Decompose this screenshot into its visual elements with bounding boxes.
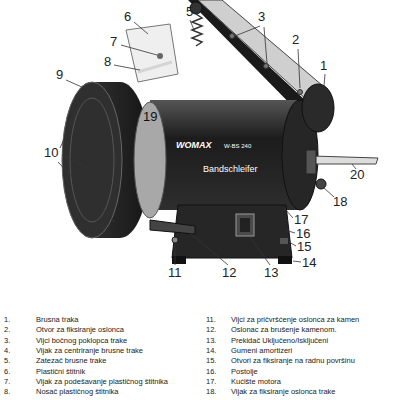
callout-number: 13 [264,266,278,281]
part-list-number: 13. [206,337,216,346]
callout-number: 11 [168,266,182,281]
callout-number: 5 [186,5,193,20]
callout-number: 10 [44,146,58,161]
model-text: W-BS 240 [224,143,251,150]
part-list-number: 16. [206,368,216,377]
callout-number: 2 [292,33,299,48]
part-list-text: Plastični štitnik [36,368,85,377]
part-list-number: 15. [206,357,216,366]
part-list-text: Vijci bočnog poklopca trake [36,337,127,346]
callout-number: 20 [350,168,364,183]
part-list-text: Kućište motora [231,378,281,387]
brand-text: WOMAX [176,140,212,150]
rest-screw [172,237,178,243]
eye-shield [126,24,178,82]
part-list-number: 5. [4,357,10,366]
belt-table [312,156,378,164]
callout-number: 14 [302,256,316,271]
part-list-text: Zatezač brusne trake [36,357,106,366]
part-list-text: Vijak za fiksiranje oslonca trake [231,388,336,397]
part-list-text: Oslonac za brušenje kamenom. [231,326,336,335]
switch-rocker [240,218,250,232]
callout-number: 8 [104,55,111,70]
mount-hole [280,238,288,244]
part-list-text: Postolje [231,368,258,377]
callout-number: 7 [110,35,117,50]
part-list-text: Vijak za centriranje brusne trake [36,347,143,356]
callout-number: 6 [124,10,131,25]
callout-number: 9 [56,68,63,83]
callout-number: 12 [222,266,236,281]
rubber-foot [278,256,292,264]
part-list-number: 18. [206,388,216,397]
belt-pulley-cover [302,84,334,132]
leader-lines [58,20,356,265]
table-bracket [306,150,316,174]
cover-screw [230,34,235,39]
shield-screw [157,53,163,59]
table-knob [316,179,326,189]
callout-number: 17 [294,213,308,228]
part-list-number: 14. [206,347,216,356]
tension-spring [192,14,202,46]
motor-housing [150,100,300,210]
part-list-number: 6. [4,368,10,377]
part-list-text: Prekidač Uključeno/Isključeni [231,337,328,346]
callout-number: 19 [143,110,157,125]
tool-rest [150,220,195,234]
callout-number: 3 [258,10,265,25]
switch [236,214,254,236]
callout-number: 1 [320,59,327,74]
part-list-number: 8. [4,388,10,397]
callout-number: 15 [297,240,311,255]
part-list-text: Nosač plastičnog štitnika [36,388,119,397]
callout-number: 18 [333,195,347,210]
product-text: Bandschleifer [203,164,258,174]
part-list-number: 2. [4,326,10,335]
part-list-number: 12. [206,326,216,335]
part-list-number: 17. [206,378,216,387]
cover-screw [264,64,269,69]
part-list-number: 4. [4,347,10,356]
part-list-number: 7. [4,378,10,387]
part-list-text: Otvor za fiksiranje oslonca [36,326,124,335]
part-list-text: Vijci za pričvršćenje oslonca za kamen [231,316,359,325]
part-list-text: Otvori za fiksiranje na radnu površinu [231,357,355,366]
part-list-number: 3. [4,337,10,346]
cover-screw [298,90,303,95]
part-list-text: Vijak za podešavanje plastičnog štitnika [36,378,168,387]
part-list-number: 1. [4,316,10,325]
guard-rim [70,98,114,222]
part-list-text: Brusna traka [36,316,79,325]
part-list-number: 11. [206,316,216,325]
grinding-stone [134,102,166,218]
guard-face [62,82,122,238]
part-list-text: Gumeni amortizeri [231,347,292,356]
rubber-foot [172,256,186,264]
